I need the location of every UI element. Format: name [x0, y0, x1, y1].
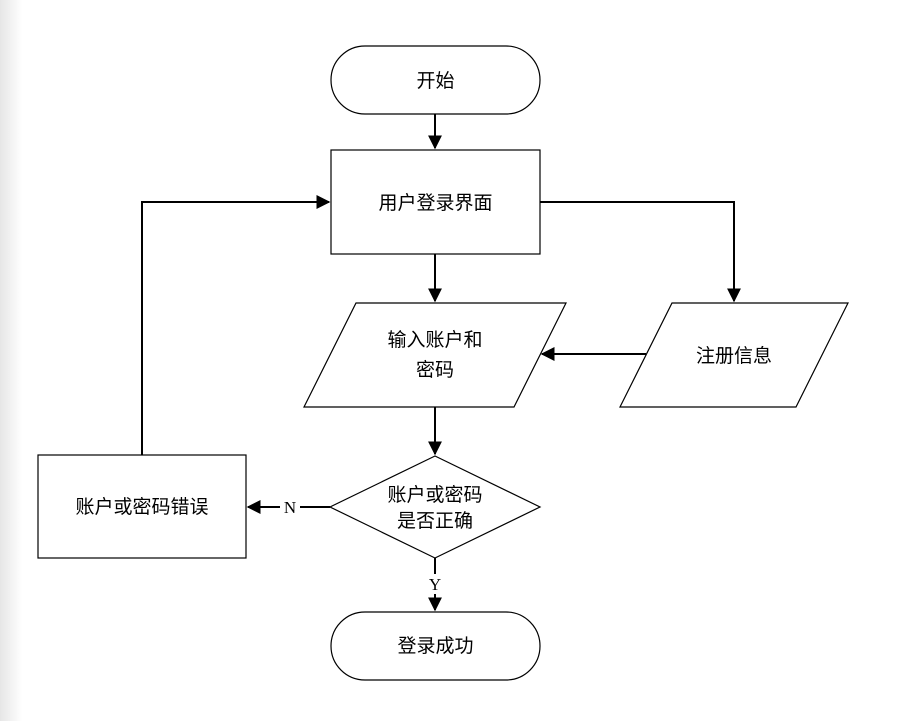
error-label: 账户或密码错误 — [75, 496, 208, 518]
register-label: 注册信息 — [696, 345, 772, 367]
edge-login-to-register — [540, 201, 741, 303]
input-node: 输入账户和 密码 — [303, 302, 567, 408]
login-ui-node: 用户登录界面 — [330, 149, 541, 255]
check-shape — [328, 455, 542, 559]
start-label: 开始 — [416, 70, 454, 92]
left-shadow-strip — [0, 0, 22, 721]
check-node: 账户或密码 是否正确 — [328, 455, 542, 559]
check-label-line1: 账户或密码 — [387, 484, 482, 506]
login-ui-label: 用户登录界面 — [378, 192, 492, 214]
success-node: 登录成功 — [330, 611, 541, 681]
check-label-line2: 是否正确 — [397, 510, 473, 532]
login-ui-shape — [330, 149, 541, 255]
register-node: 注册信息 — [619, 302, 849, 408]
edge-label-yes: Y — [429, 575, 441, 594]
input-shape — [303, 302, 567, 408]
register-shape — [619, 302, 849, 408]
success-label: 登录成功 — [397, 635, 473, 657]
input-label-line2: 密码 — [416, 359, 454, 381]
start-node: 开始 — [330, 45, 541, 115]
input-label-line1: 输入账户和 — [387, 329, 482, 351]
edge-label-no: N — [284, 498, 296, 517]
edge-error-to-login — [141, 195, 331, 455]
error-shape — [37, 454, 247, 559]
success-shape — [330, 611, 541, 681]
error-node: 账户或密码错误 — [37, 454, 247, 559]
